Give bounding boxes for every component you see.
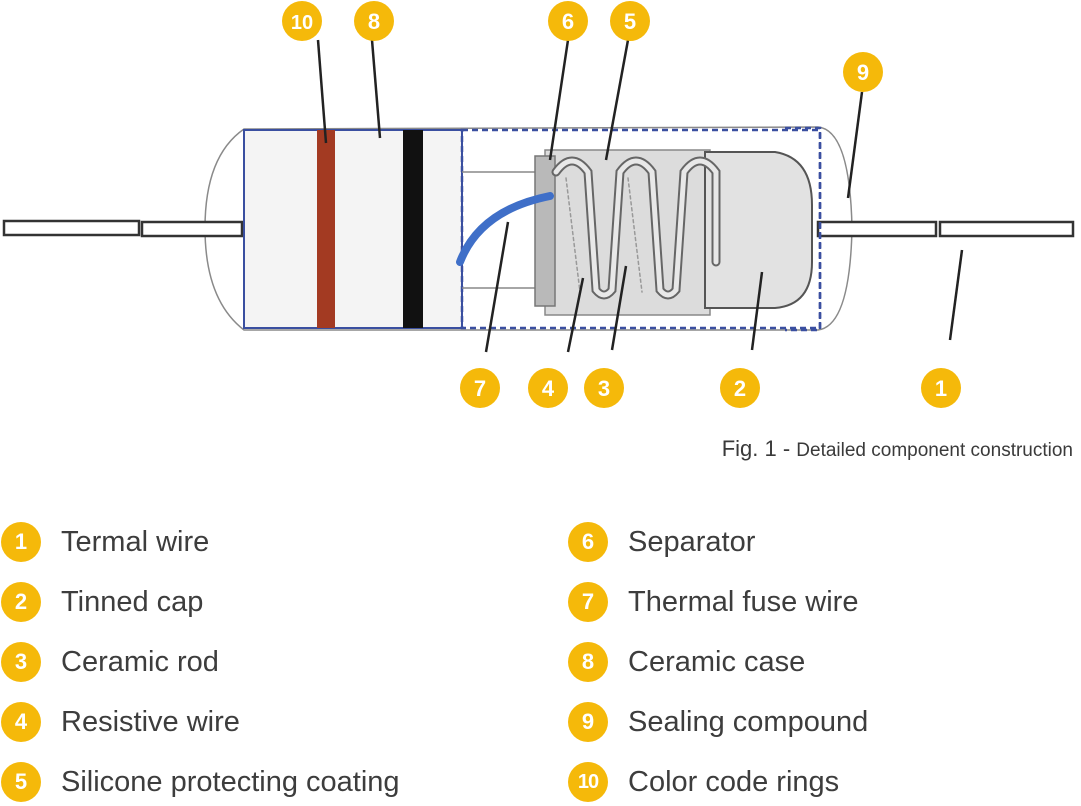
terminal-wire-left-inner xyxy=(140,220,244,238)
component-diagram: 10 8 6 5 9 7 4 3 2 1 xyxy=(2,1,1075,408)
svg-text:4: 4 xyxy=(542,376,555,401)
figure-caption-text: Detailed component construction xyxy=(796,440,1073,461)
legend-item-9: 9 Sealing compound xyxy=(568,702,868,742)
svg-text:10: 10 xyxy=(291,12,313,34)
ceramic-case xyxy=(243,129,463,329)
svg-text:9: 9 xyxy=(857,60,869,85)
svg-text:6: 6 xyxy=(562,9,574,34)
svg-text:3: 3 xyxy=(598,376,610,401)
legend-item-2: 2 Tinned cap xyxy=(1,582,203,622)
legend-badge: 8 xyxy=(568,642,608,682)
legend-label: Silicone protecting coating xyxy=(61,765,400,798)
color-ring-brown xyxy=(317,130,335,328)
legend-badge: 2 xyxy=(1,582,41,622)
legend-item-7: 7 Thermal fuse wire xyxy=(568,582,858,622)
figure-caption: Fig. 1 - Detailed component construction xyxy=(722,436,1073,462)
legend-item-3: 3 Ceramic rod xyxy=(1,642,219,682)
callout-3: 3 xyxy=(584,368,624,408)
terminal-wire-right-outer xyxy=(938,220,1075,238)
callout-7: 7 xyxy=(460,368,500,408)
terminal-wire-left-outer xyxy=(2,219,141,237)
callout-1: 1 xyxy=(921,368,961,408)
separator xyxy=(534,155,556,307)
terminal-wire-right-inner xyxy=(816,220,938,238)
cutaway-dashed-outline xyxy=(460,128,822,330)
legend-label: Ceramic case xyxy=(628,645,806,678)
legend-label: Resistive wire xyxy=(61,705,240,738)
callout-8: 8 xyxy=(354,1,394,41)
figure-caption-prefix: Fig. 1 - xyxy=(721,436,791,461)
resistive-wire xyxy=(551,156,721,300)
legend-badge: 7 xyxy=(568,582,608,622)
legend-badge: 9 xyxy=(568,702,608,742)
svg-text:2: 2 xyxy=(734,376,746,401)
sealing-compound-outline xyxy=(204,126,853,331)
leader-lines xyxy=(316,39,964,353)
callout-4: 4 xyxy=(528,368,568,408)
legend-badge: 3 xyxy=(1,642,41,682)
thermal-fuse-wire xyxy=(456,192,554,266)
legend-item-8: 8 Ceramic case xyxy=(568,642,805,682)
svg-text:7: 7 xyxy=(474,376,486,401)
callout-2: 2 xyxy=(720,368,760,408)
legend-badge: 6 xyxy=(568,522,608,562)
svg-text:8: 8 xyxy=(368,9,380,34)
legend-item-10: 10 Color code rings xyxy=(568,762,839,802)
legend-label: Thermal fuse wire xyxy=(628,585,859,618)
svg-text:5: 5 xyxy=(624,9,636,34)
legend-label: Color code rings xyxy=(628,765,840,798)
callout-5: 5 xyxy=(610,1,650,41)
tinned-cap-dashed xyxy=(785,126,822,332)
legend-label: Termal wire xyxy=(61,525,210,558)
tinned-cap xyxy=(704,151,813,309)
svg-text:1: 1 xyxy=(935,376,947,401)
legend-label: Tinned cap xyxy=(61,585,204,618)
legend-item-6: 6 Separator xyxy=(568,522,755,562)
legend-item-1: 1 Termal wire xyxy=(1,522,209,562)
callout-6: 6 xyxy=(548,1,588,41)
legend-badge: 5 xyxy=(1,762,41,802)
callout-9: 9 xyxy=(843,52,883,92)
legend-label: Separator xyxy=(628,525,756,558)
color-ring-black xyxy=(403,130,423,328)
legend-label: Sealing compound xyxy=(628,705,869,738)
legend-item-4: 4 Resistive wire xyxy=(1,702,240,742)
legend-badge: 10 xyxy=(568,762,608,802)
legend-badge: 1 xyxy=(1,522,41,562)
legend-label: Ceramic rod xyxy=(61,645,219,678)
callout-10: 10 xyxy=(282,1,322,41)
legend-badge: 4 xyxy=(1,702,41,742)
legend-item-5: 5 Silicone protecting coating xyxy=(1,762,400,802)
